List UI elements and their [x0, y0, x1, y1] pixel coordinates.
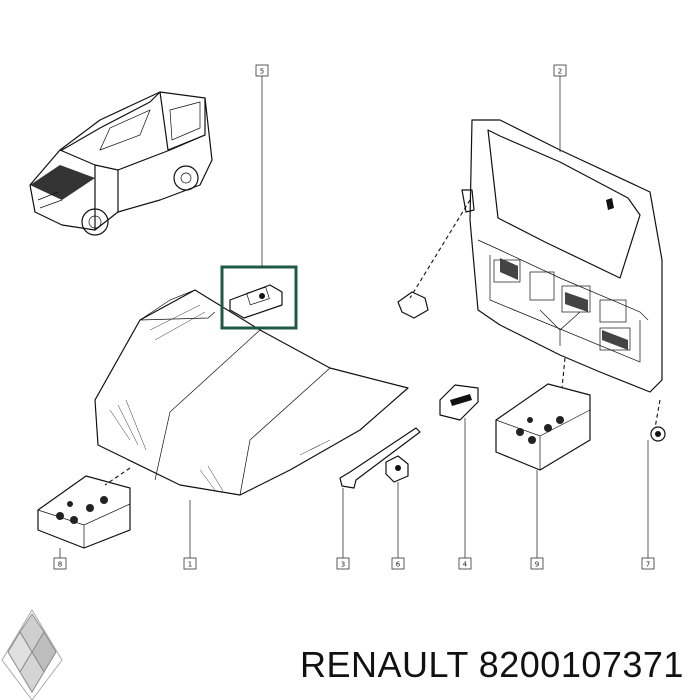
- svg-text:7: 7: [646, 561, 650, 569]
- highlighted-part-5: [220, 265, 298, 330]
- svg-text:4: 4: [463, 561, 468, 569]
- part-6-clip: [385, 455, 409, 483]
- part-7-cap: [650, 426, 666, 442]
- callout-2: 2: [553, 64, 567, 77]
- brand-name: RENAULT: [300, 644, 469, 685]
- svg-text:9: 9: [535, 561, 539, 569]
- callout-4: 4: [458, 557, 472, 570]
- part-4-bracket: [439, 384, 479, 421]
- svg-text:6: 6: [396, 561, 401, 569]
- svg-text:5: 5: [260, 68, 264, 76]
- callout-1: 1: [183, 557, 197, 570]
- svg-text:8: 8: [58, 561, 62, 569]
- callout-5: 5: [255, 64, 269, 77]
- callout-3: 3: [336, 557, 350, 570]
- callout-6: 6: [391, 557, 405, 570]
- vehicle-overview-illustration: [29, 91, 213, 236]
- brand-part-number-label: RENAULT 8200107371: [300, 640, 695, 690]
- tailgate-illustration: [469, 119, 663, 393]
- tailgate-bracket: [461, 189, 475, 213]
- dashed-leader-hood-kit: [104, 467, 131, 486]
- callout-8: 8: [53, 557, 67, 570]
- lock-cover: [397, 291, 429, 319]
- dashed-leader-hinge: [409, 199, 471, 299]
- callout-7: 7: [641, 557, 655, 570]
- part-3-rod: [339, 427, 421, 489]
- renault-diamond-logo: [1, 609, 63, 700]
- svg-text:1: 1: [188, 561, 192, 569]
- callout-9: 9: [530, 557, 544, 570]
- dashed-leader-hardware: [561, 357, 566, 389]
- hood-illustration: [94, 289, 409, 496]
- part-number: 8200107371: [478, 644, 684, 685]
- part-9-hardware-kit: [495, 383, 591, 471]
- svg-text:3: 3: [341, 561, 345, 569]
- dashed-leader-cover: [654, 399, 661, 429]
- part-8-hardware-kit: [37, 475, 131, 549]
- svg-text:2: 2: [558, 68, 562, 76]
